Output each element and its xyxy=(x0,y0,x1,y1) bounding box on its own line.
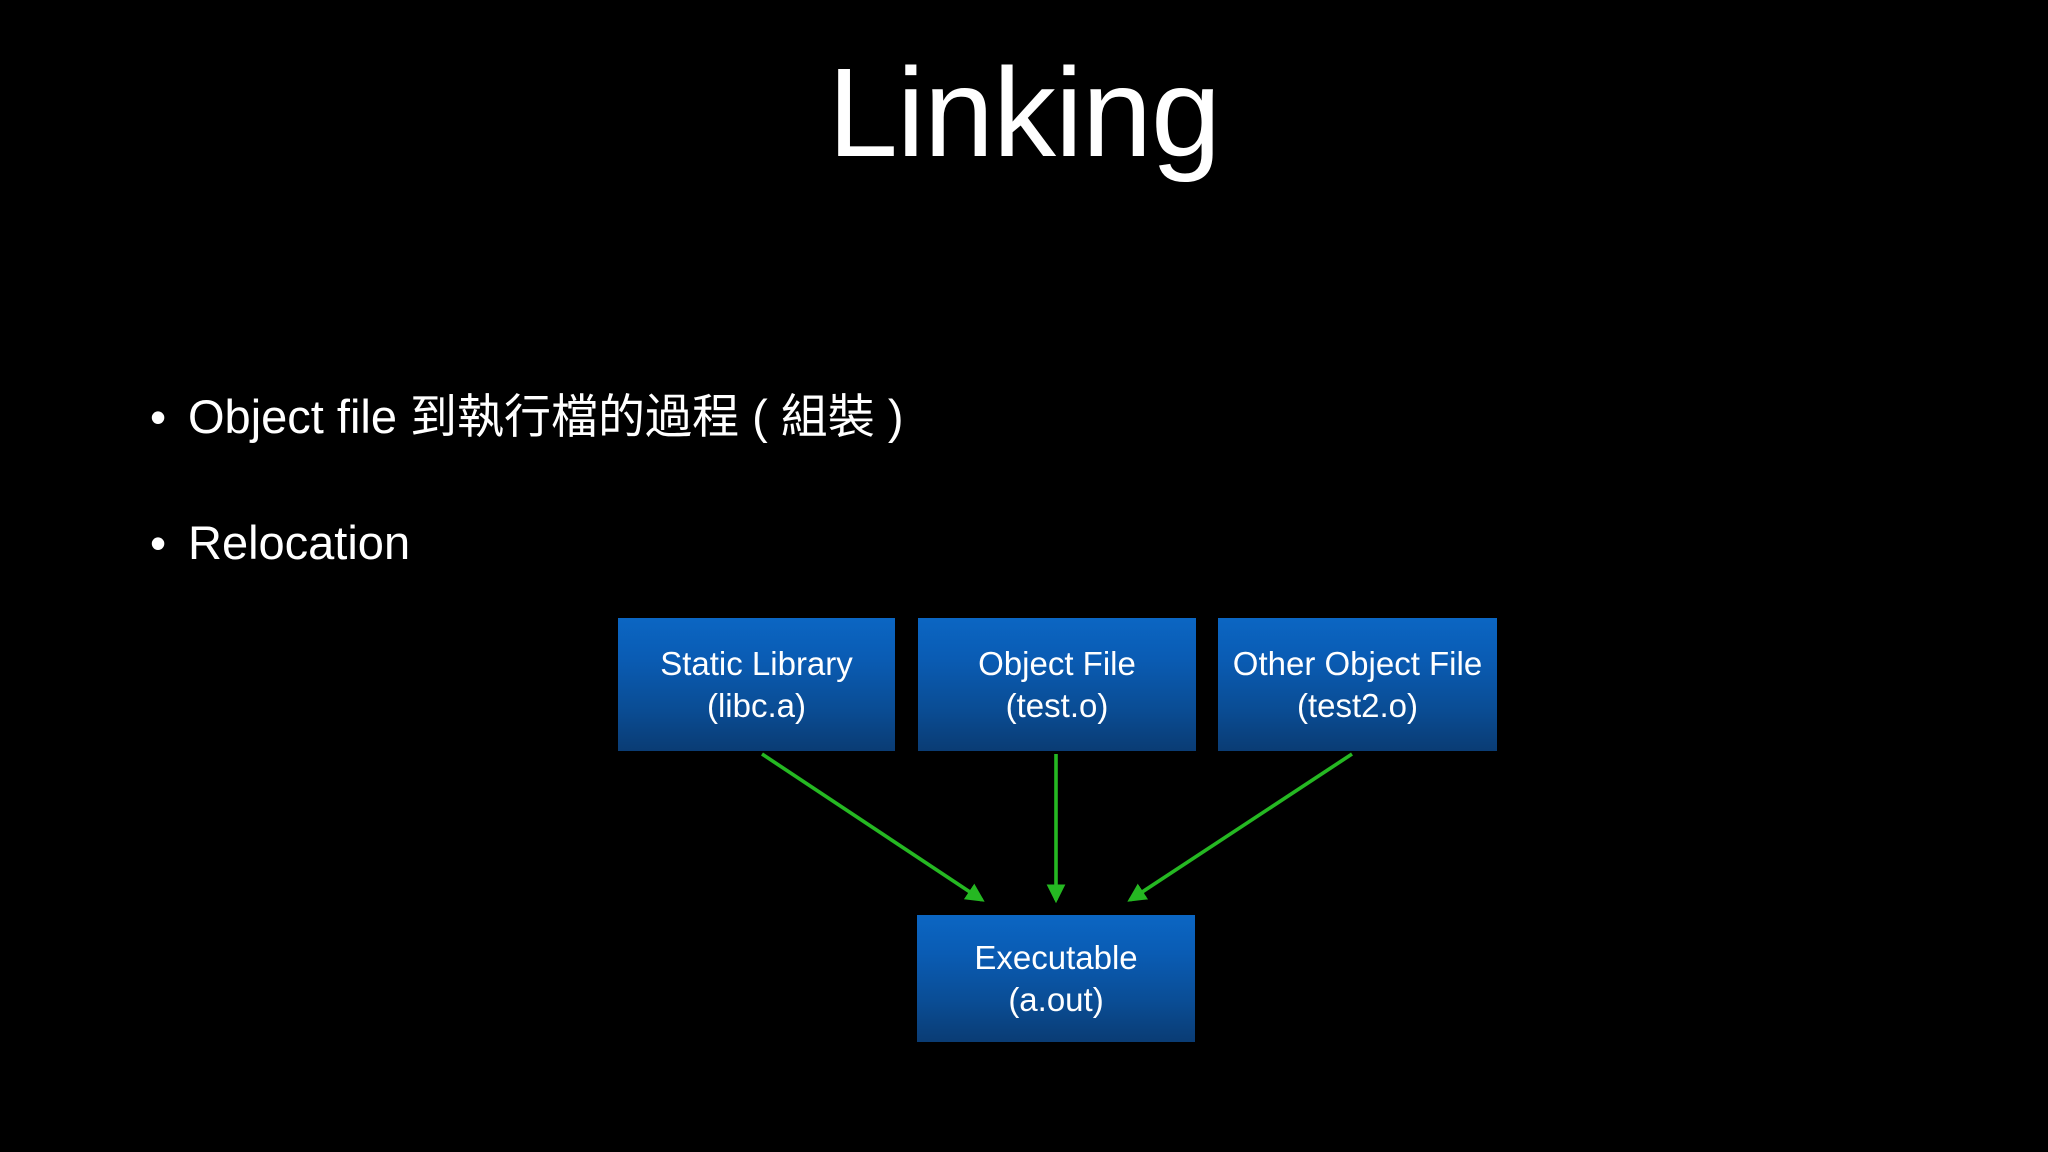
node-label-line2: (test.o) xyxy=(1005,686,1109,724)
bullet-text-object-file: Object file 到執行檔的過程 ( 組裝 ) xyxy=(188,390,904,443)
bullet-marker-icon: • xyxy=(150,391,167,443)
diagram-node-executable[interactable]: Executable (a.out) xyxy=(917,915,1195,1042)
node-label-line2: (a.out) xyxy=(1008,980,1104,1018)
node-label-line2: (test2.o) xyxy=(1296,686,1419,724)
node-label-line1: Static Library xyxy=(660,644,853,682)
node-label-line1: Executable xyxy=(974,938,1138,976)
list-item: • Relocation xyxy=(140,508,1840,578)
arrow-other-object-file-to-executable xyxy=(1127,752,1353,902)
bullet-marker-icon: • xyxy=(150,517,167,569)
page-title: Linking xyxy=(827,42,1221,183)
diagram-node-other-object-file[interactable]: Other Object File (test2.o) xyxy=(1218,618,1497,751)
node-label-line1: Object File xyxy=(978,644,1136,682)
bullet-text-relocation: Relocation xyxy=(188,516,411,569)
node-label-line2: (libc.a) xyxy=(706,686,807,724)
node-label-line1: Other Object File xyxy=(1232,644,1483,682)
list-item: • Object file 到執行檔的過程 ( 組裝 ) xyxy=(140,382,1840,452)
diagram-node-static-library[interactable]: Static Library (libc.a) xyxy=(618,618,895,751)
diagram-node-object-file[interactable]: Object File (test.o) xyxy=(918,618,1196,751)
bullet-list: • Object file 到執行檔的過程 ( 組裝 ) • Relocatio… xyxy=(140,382,1840,634)
arrow-static-library-to-executable xyxy=(761,752,985,902)
